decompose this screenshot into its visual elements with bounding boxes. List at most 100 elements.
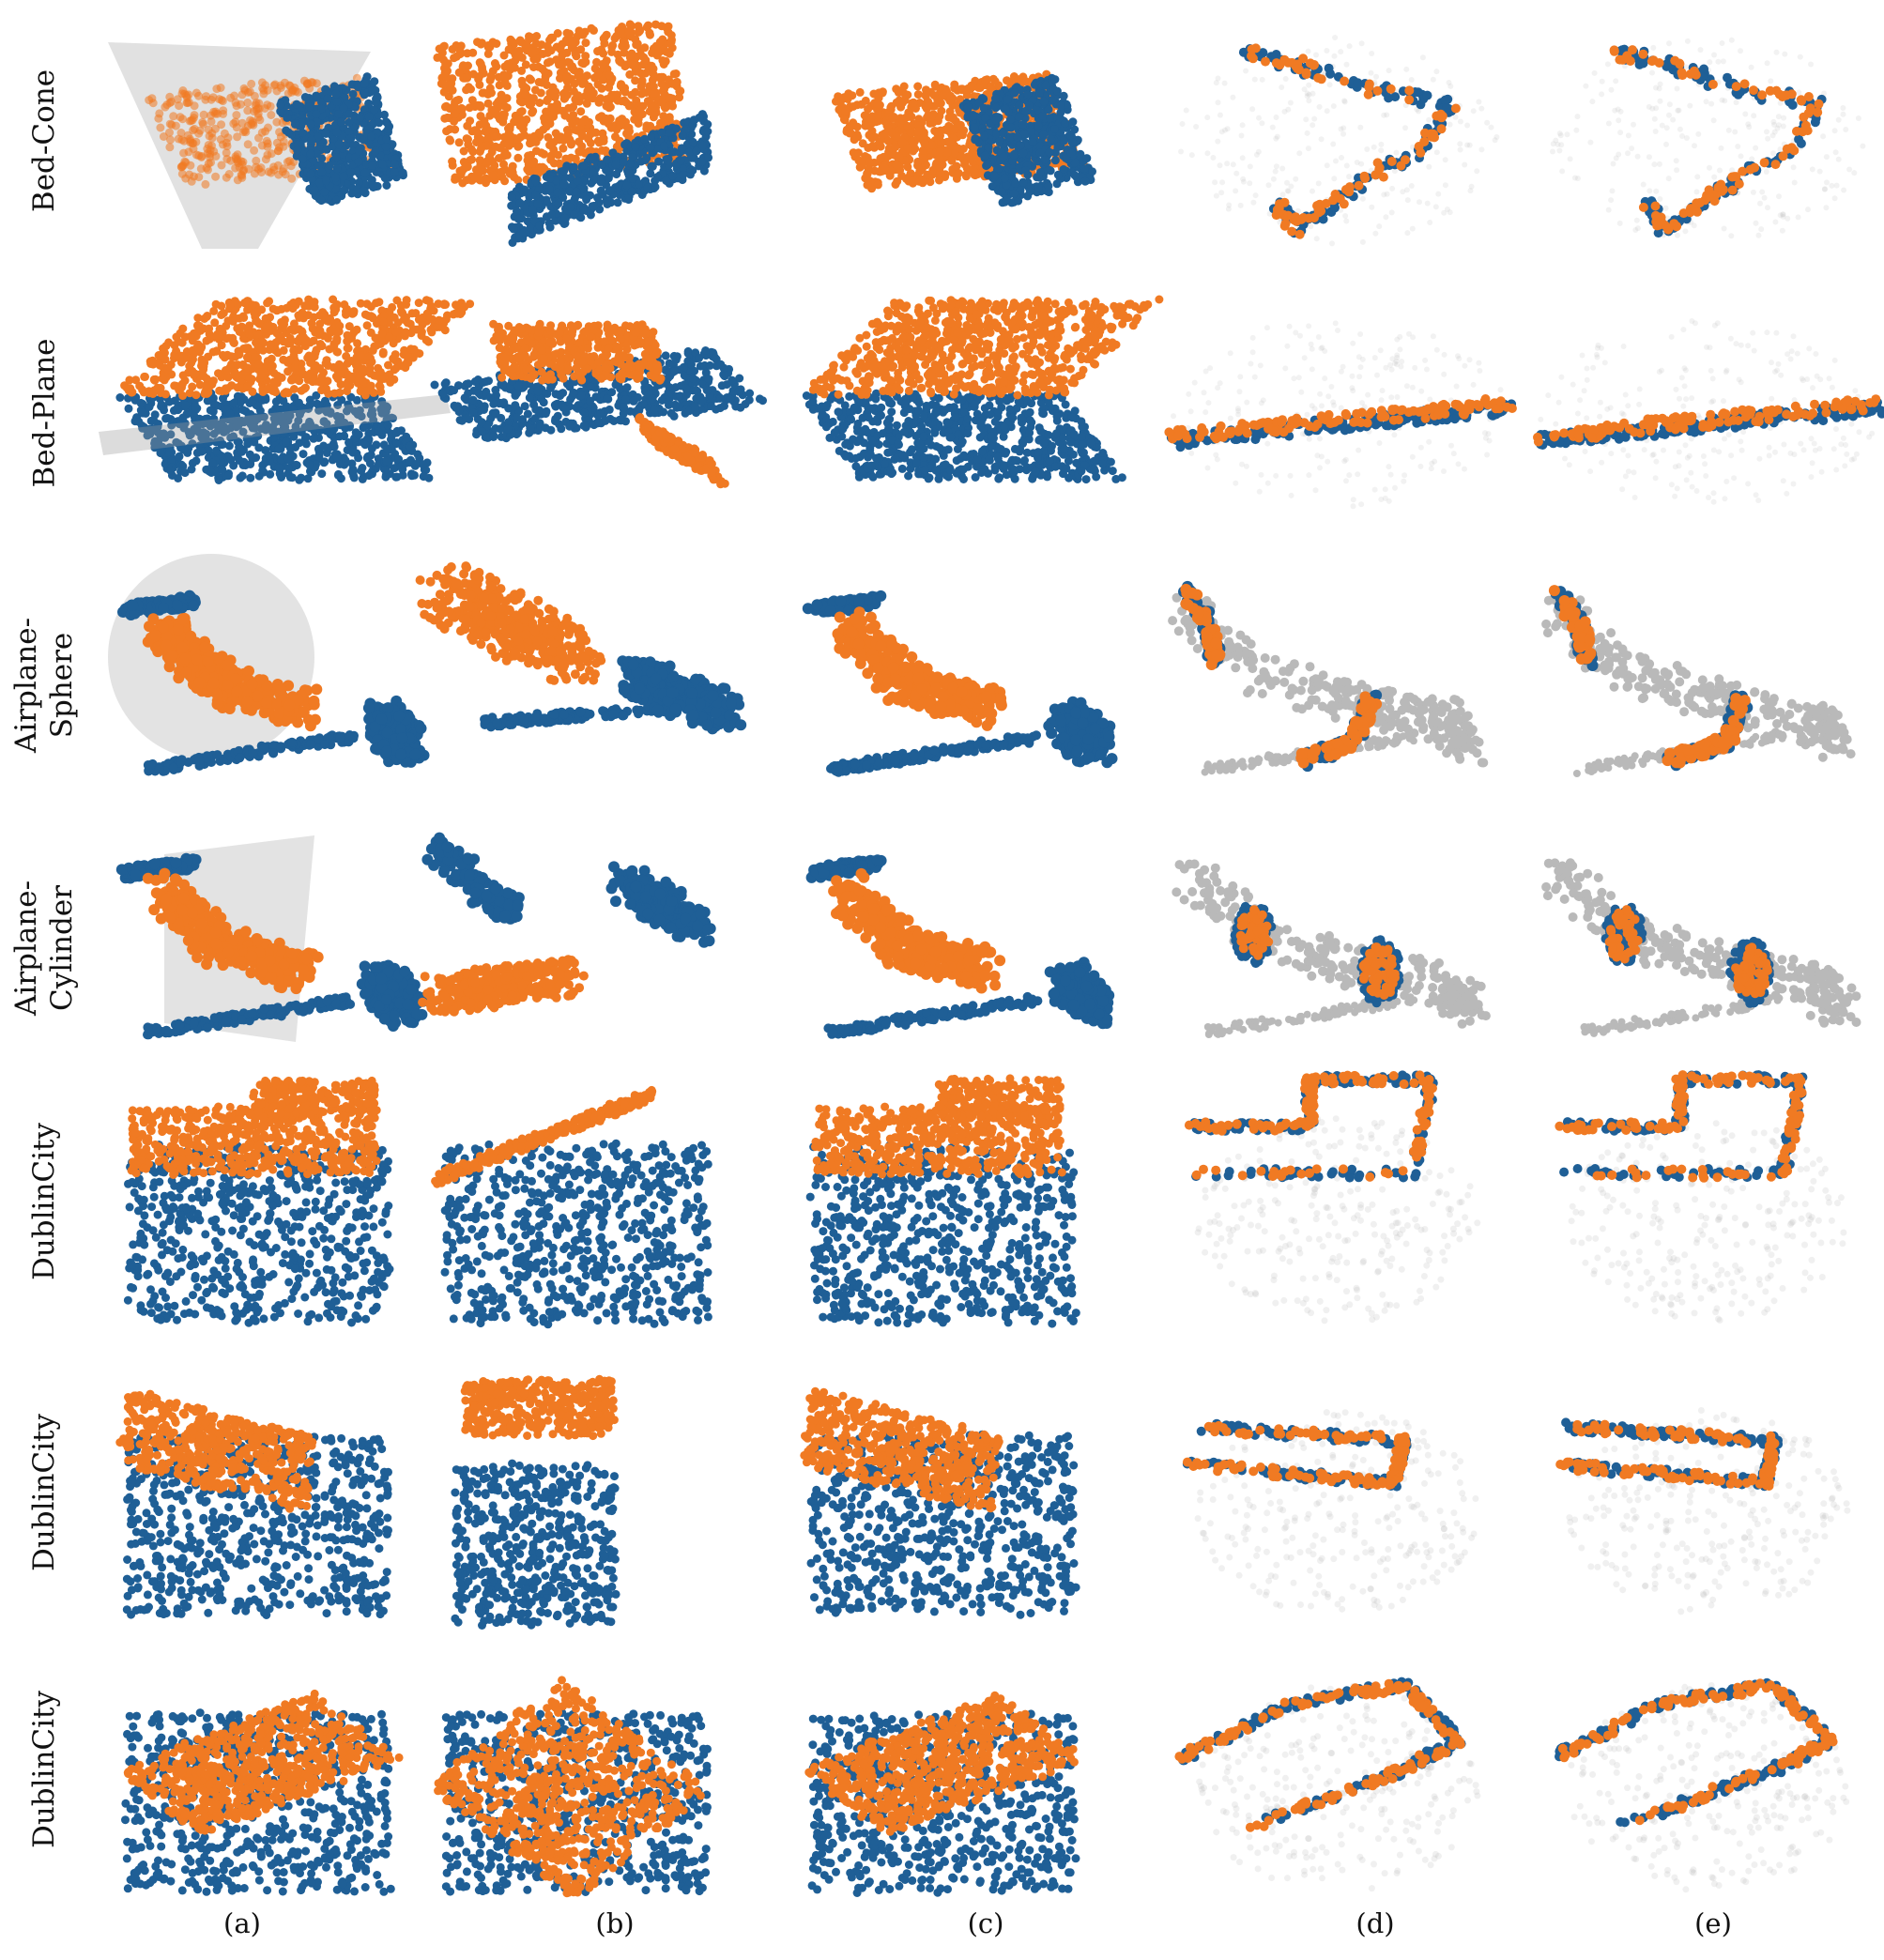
target-arc xyxy=(1548,585,1597,665)
ghost-cloud xyxy=(1541,858,1861,1028)
target-section xyxy=(142,867,324,995)
panel-row3-col3 xyxy=(802,590,1118,777)
target-ring xyxy=(1235,905,1274,960)
row-label-1: Bed-Cone xyxy=(0,9,89,272)
panel-row7-col3 xyxy=(804,1691,1080,1897)
panel-row6-col1 xyxy=(115,1389,392,1619)
target-arc-2 xyxy=(1662,693,1751,769)
panel-row5-col3 xyxy=(805,1074,1080,1328)
panel-row2-col5 xyxy=(1533,318,1884,505)
panel-row2-col4 xyxy=(1164,320,1517,510)
row-label-line: Sphere xyxy=(45,618,81,753)
panel-row3-col5 xyxy=(1541,585,1856,777)
ghost-cloud xyxy=(1178,35,1500,247)
row-label-7: DublinCity xyxy=(0,1638,89,1901)
target-roof xyxy=(115,1389,317,1513)
panel-row2-col3 xyxy=(802,295,1164,484)
target-section xyxy=(415,561,606,685)
panel-row4-col2 xyxy=(418,832,716,1017)
target-section xyxy=(832,606,1007,731)
panel-row1-col5 xyxy=(1550,37,1866,239)
target-points xyxy=(1557,1678,1838,1826)
source-tail xyxy=(117,590,201,620)
row-label-4: Airplane-Cylinder xyxy=(0,817,89,1080)
panel-row6-col4 xyxy=(1182,1409,1479,1613)
target-roof xyxy=(127,1102,381,1179)
source-nose xyxy=(1044,957,1115,1030)
target-points xyxy=(489,319,666,385)
source-nose xyxy=(356,959,431,1032)
row-label-2: Bed-Plane xyxy=(0,282,89,544)
panel-row1-col3 xyxy=(832,69,1096,207)
row-label-3: Airplane-Sphere xyxy=(0,554,89,817)
column-label-1: (a) xyxy=(148,1907,336,1939)
panel-row4-col3 xyxy=(805,854,1115,1039)
source-tail xyxy=(115,852,202,884)
column-label-3: (c) xyxy=(892,1907,1080,1939)
panel-row7-col2 xyxy=(434,1676,712,1898)
source-wing xyxy=(826,730,1041,777)
ghost-wing xyxy=(1580,994,1784,1037)
target-roof xyxy=(123,1689,404,1835)
row-label-6: DublinCity xyxy=(0,1361,89,1624)
panel-row6-col3 xyxy=(800,1386,1080,1619)
panel-row7-col5 xyxy=(1555,1677,1850,1893)
panel-row6-col2 xyxy=(451,1374,620,1630)
target-ring-2 xyxy=(1358,942,1400,1000)
target-roof xyxy=(804,1691,1079,1836)
target-roof-2 xyxy=(249,1076,381,1122)
ghost-cloud xyxy=(1194,1115,1481,1325)
row-label-line: Bed-Plane xyxy=(27,338,63,487)
ghost-cloud xyxy=(1194,1409,1479,1613)
target-points xyxy=(1182,1420,1411,1490)
source-points xyxy=(276,72,407,207)
panel-row3-col4 xyxy=(1168,580,1489,776)
target-points xyxy=(808,295,1164,400)
target-roof xyxy=(431,1085,657,1188)
panel-row5-col2 xyxy=(431,1085,712,1329)
row-label-line: Airplane- xyxy=(9,618,45,753)
target-points xyxy=(1184,1070,1437,1182)
target-arc-2 xyxy=(1295,691,1383,769)
source-wing xyxy=(143,992,356,1040)
target-roof xyxy=(811,1102,1066,1179)
target-points xyxy=(120,295,475,400)
panel-row3-col1 xyxy=(108,554,430,776)
row-label-5: DublinCity xyxy=(0,1070,89,1333)
row-label-line: Cylinder xyxy=(45,880,81,1016)
target-roof xyxy=(434,1676,705,1898)
panel-row7-col4 xyxy=(1174,1677,1481,1892)
panel-row1-col4 xyxy=(1178,35,1500,247)
target-points xyxy=(1555,1070,1807,1183)
source-body xyxy=(617,655,747,735)
target-points xyxy=(1164,394,1517,444)
ghost-cloud xyxy=(1172,859,1491,1029)
panel-row3-col2 xyxy=(415,561,747,735)
ghost-cloud xyxy=(1168,592,1489,768)
source-points xyxy=(115,389,434,484)
target-roof xyxy=(800,1386,1003,1513)
target-points xyxy=(1555,1419,1780,1491)
target-roof-2 xyxy=(934,1074,1065,1123)
target-ring xyxy=(1604,905,1643,964)
panel-row7-col1 xyxy=(121,1689,404,1896)
panel-row4-col5 xyxy=(1541,858,1861,1037)
target-points-2 xyxy=(635,413,729,489)
source-nose xyxy=(362,695,430,768)
source-walls xyxy=(451,1459,620,1630)
target-section xyxy=(828,867,1006,994)
panel-row5-col5 xyxy=(1555,1070,1847,1324)
panel-row1-col1 xyxy=(108,42,407,249)
target-ring-2 xyxy=(1731,942,1772,999)
target-points xyxy=(1609,45,1824,235)
panel-row5-col1 xyxy=(123,1076,394,1327)
target-points xyxy=(1533,394,1881,447)
source-tail xyxy=(805,854,887,883)
target-section xyxy=(418,955,589,1017)
row-label-line: DublinCity xyxy=(27,1414,63,1571)
column-label-2: (b) xyxy=(521,1907,709,1939)
source-nose xyxy=(605,861,716,948)
panel-row4-col1 xyxy=(115,835,431,1042)
target-points xyxy=(1247,43,1461,239)
